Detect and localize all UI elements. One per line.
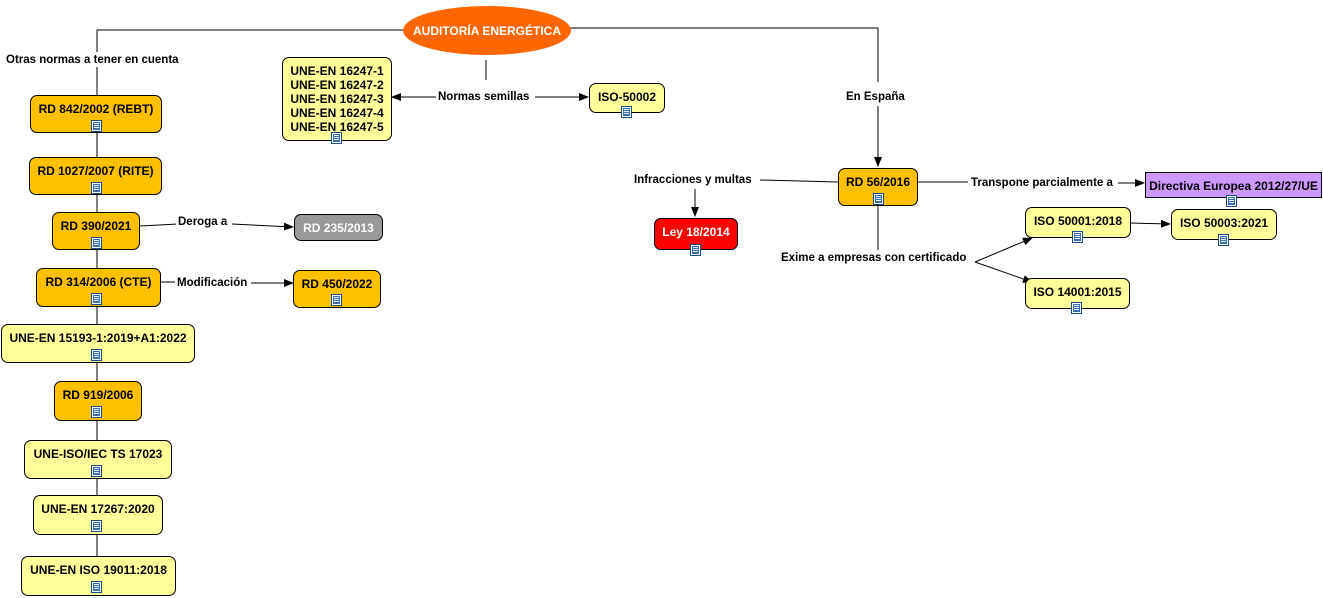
- document-icon[interactable]: [91, 120, 102, 132]
- node-directiva[interactable]: Directiva Europea 2012/27/UE: [1145, 172, 1322, 198]
- node-label: RD 314/2006 (CTE): [45, 275, 152, 289]
- node-rd-235[interactable]: RD 235/2013: [294, 214, 383, 241]
- document-icon[interactable]: [91, 293, 102, 305]
- document-icon[interactable]: [873, 193, 884, 205]
- document-icon[interactable]: [91, 465, 102, 477]
- node-label: RD 1027/2007 (RITE): [37, 164, 154, 178]
- document-icon[interactable]: [1071, 302, 1082, 314]
- line-root-otras: [96, 29, 406, 52]
- document-icon[interactable]: [91, 581, 102, 593]
- document-icon[interactable]: [91, 406, 102, 418]
- node-label-line: UNE-EN 16247-3: [290, 92, 384, 106]
- node-une-16247[interactable]: UNE-EN 16247-1 UNE-EN 16247-2 UNE-EN 162…: [282, 57, 392, 141]
- node-label: Ley 18/2014: [662, 225, 730, 239]
- node-label: RD 56/2016: [845, 175, 911, 189]
- root-label: AUDITORÍA ENERGÉTICA: [412, 23, 561, 38]
- node-label: RD 842/2002 (REBT): [38, 102, 154, 116]
- node-label: RD 390/2021: [60, 219, 132, 233]
- document-icon[interactable]: [1072, 231, 1083, 243]
- document-icon[interactable]: [1226, 195, 1237, 207]
- document-icon[interactable]: [331, 132, 342, 144]
- link-label-otras-normas: Otras normas a tener en cuenta: [4, 53, 181, 67]
- document-icon[interactable]: [91, 349, 102, 361]
- document-icon[interactable]: [1218, 234, 1229, 246]
- node-label-line: UNE-EN 16247-5: [290, 120, 384, 134]
- document-icon[interactable]: [91, 520, 102, 532]
- link-label-infracciones: Infracciones y multas: [632, 173, 754, 187]
- node-label: RD 450/2022: [301, 277, 373, 291]
- link-label-transpone: Transpone parcialmente a: [969, 176, 1115, 190]
- document-icon[interactable]: [91, 182, 102, 194]
- node-label: Directiva Europea 2012/27/UE: [1149, 179, 1318, 193]
- link-label-normas-semillas: Normas semillas: [436, 90, 532, 104]
- node-label: ISO 50001:2018: [1033, 214, 1123, 228]
- node-label: UNE-ISO/IEC TS 17023: [33, 447, 163, 461]
- node-label-line: UNE-EN 16247-4: [290, 106, 384, 120]
- document-icon[interactable]: [331, 294, 342, 306]
- node-label: RD 919/2006: [62, 388, 134, 402]
- node-rd-56[interactable]: RD 56/2016: [838, 168, 918, 206]
- node-label-line: UNE-EN 16247-2: [290, 78, 384, 92]
- link-label-deroga: Deroga a: [176, 215, 230, 229]
- node-label-list: UNE-EN 16247-1 UNE-EN 16247-2 UNE-EN 162…: [290, 64, 383, 134]
- node-une-17023[interactable]: UNE-ISO/IEC TS 17023: [24, 440, 172, 479]
- node-label: ISO-50002: [597, 90, 657, 104]
- document-icon[interactable]: [690, 244, 701, 256]
- node-label: ISO 50003:2021: [1179, 216, 1269, 230]
- link-label-exime: Exime a empresas con certificado: [779, 251, 969, 265]
- node-label: UNE-EN 17267:2020: [41, 502, 155, 516]
- node-label: RD 235/2013: [303, 221, 374, 235]
- link-label-modificacion: Modificación: [175, 276, 250, 290]
- link-label-en-espana: En España: [844, 90, 907, 104]
- root-node-auditoria[interactable]: AUDITORÍA ENERGÉTICA: [403, 6, 571, 55]
- node-label: UNE-EN 15193-1:2019+A1:2022: [9, 331, 187, 345]
- node-rd-450[interactable]: RD 450/2022: [293, 270, 381, 308]
- node-label-line: UNE-EN 16247-1: [290, 64, 384, 78]
- document-icon[interactable]: [91, 237, 102, 249]
- document-icon[interactable]: [621, 106, 632, 118]
- node-label: UNE-EN ISO 19011:2018: [30, 563, 167, 577]
- node-label: ISO 14001:2015: [1033, 285, 1122, 299]
